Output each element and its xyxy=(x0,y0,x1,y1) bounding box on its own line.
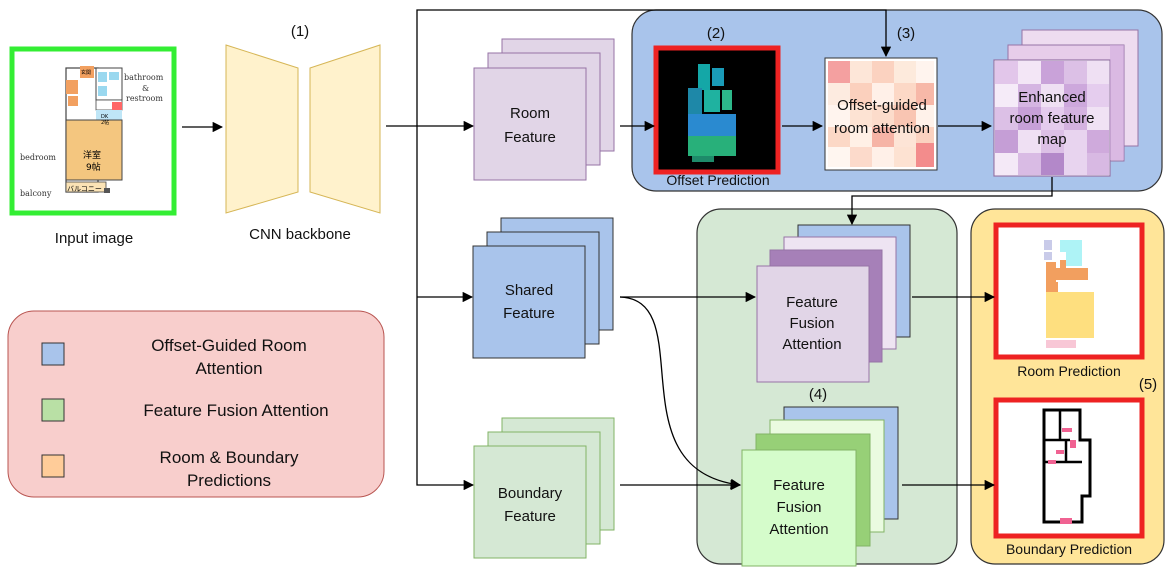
decoder-trapezoid xyxy=(309,44,381,214)
shared-feature-label-1: Shared xyxy=(505,282,553,299)
balcony-label: balcony xyxy=(20,189,52,198)
boundary-prediction-image xyxy=(993,397,1145,539)
restroom-label: restroom xyxy=(126,94,163,103)
legend-offset-label-2: Attention xyxy=(195,359,262,378)
offset-prediction-label: Offset Prediction xyxy=(666,172,769,188)
arrow-backbone-to-boundary-feature xyxy=(416,126,475,491)
boundary-feature-stack xyxy=(473,417,615,559)
room-size-jp-label: 9帖 xyxy=(86,161,101,173)
room-feature-stack xyxy=(473,38,615,181)
balcony-jp-label: バルコニー xyxy=(67,185,102,193)
room-jp-label: 洋室 xyxy=(83,149,101,161)
fusion-top-label-3: Attention xyxy=(782,336,841,353)
fusion-bottom-label-3: Attention xyxy=(769,521,828,538)
fusion-top-label-1: Feature xyxy=(786,294,838,311)
step-1-label: (1) xyxy=(291,23,309,40)
cnn-backbone-label: CNN backbone xyxy=(249,226,351,243)
room-feature-label-1: Room xyxy=(510,105,550,122)
enhanced-label-3: map xyxy=(1037,131,1066,148)
legend: Offset-Guided Room Attention Feature Fus… xyxy=(7,310,385,498)
legend-swatch-fusion xyxy=(41,398,65,422)
fusion-bottom-label-1: Feature xyxy=(773,477,825,494)
input-image: bathroom & restroom bedroom balcony 洋室 9… xyxy=(9,46,177,216)
step-2-label: (2) xyxy=(707,25,725,42)
legend-prediction-label-1: Room & Boundary xyxy=(160,448,299,467)
legend-swatch-prediction xyxy=(41,454,65,478)
bathroom-label: bathroom xyxy=(124,73,164,82)
input-image-label: Input image xyxy=(55,230,133,247)
legend-swatch-offset xyxy=(41,342,65,366)
room-prediction-label: Room Prediction xyxy=(1017,363,1121,379)
room-feature-label-2: Feature xyxy=(504,129,556,146)
boundary-prediction-label: Boundary Prediction xyxy=(1006,541,1132,557)
room-prediction-image xyxy=(993,222,1145,360)
offset-attention-map xyxy=(824,57,938,171)
arrow-backbone-to-offset-attention xyxy=(416,9,892,126)
offset-prediction-image xyxy=(653,45,781,175)
dk-label: DK xyxy=(101,114,109,120)
shared-feature-stack xyxy=(472,217,614,359)
legend-fusion-label: Feature Fusion Attention xyxy=(143,401,328,420)
encoder-trapezoid xyxy=(225,44,299,214)
legend-prediction-label-2: Predictions xyxy=(187,471,271,490)
step-4-label: (4) xyxy=(809,386,827,403)
entrance-label: 玄関 xyxy=(81,69,91,76)
enhanced-label-1: Enhanced xyxy=(1018,89,1086,106)
step-3-label: (3) xyxy=(897,25,915,42)
enhanced-label-2: room feature xyxy=(1009,110,1094,127)
fusion-bottom-stack xyxy=(741,406,899,567)
step-5-label: (5) xyxy=(1139,376,1157,393)
offset-attention-label-2: room attention xyxy=(834,120,930,137)
arrow-shared-to-fusion-bottom xyxy=(619,296,742,490)
floorplan-drawing: bathroom & restroom bedroom balcony 洋室 9… xyxy=(20,66,164,198)
shared-feature-label-2: Feature xyxy=(503,305,555,322)
fusion-top-stack xyxy=(756,224,911,383)
offset-attention-label-1: Offset-guided xyxy=(837,97,927,114)
fusion-bottom-label-2: Fusion xyxy=(776,499,821,516)
boundary-feature-label-1: Boundary xyxy=(498,485,563,502)
legend-offset-label-1: Offset-Guided Room xyxy=(151,336,307,355)
arrow-enhanced-to-fusion-top xyxy=(846,177,1053,226)
bedroom-label: bedroom xyxy=(20,153,56,162)
boundary-feature-label-2: Feature xyxy=(504,508,556,525)
fusion-top-label-2: Fusion xyxy=(789,315,834,332)
enhanced-feature-stack xyxy=(993,29,1139,177)
dk-size-label: 2帖 xyxy=(101,119,109,126)
connectors xyxy=(182,9,1053,491)
ampersand-label: & xyxy=(142,84,149,93)
